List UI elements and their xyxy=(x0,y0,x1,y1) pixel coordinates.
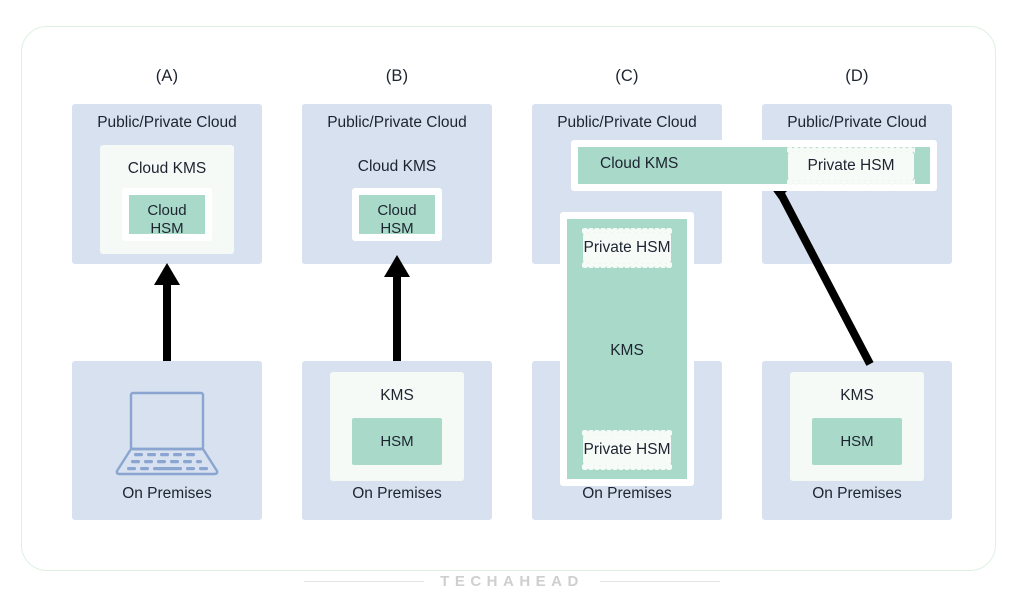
cloud-hsm-label-line2-b: HSM xyxy=(380,220,414,237)
onprem-kms-label-c: KMS xyxy=(610,342,644,359)
footer-rule-left xyxy=(304,581,425,582)
onprem-kms-column-c: Private HSM KMS Private HSM xyxy=(560,212,694,486)
private-hsm-chip-c-top-label: Private HSM xyxy=(583,239,671,256)
hsm-label-d: HSM xyxy=(840,433,874,450)
hsm-box-d: HSM xyxy=(812,418,902,465)
private-hsm-chip-c-bottom-label: Private HSM xyxy=(583,441,671,458)
cloud-hsm-box-a: Cloud HSM xyxy=(122,188,212,241)
kms-box-b: KMS HSM xyxy=(330,372,464,481)
connector-arrow-b xyxy=(380,255,414,374)
kms-label-b: KMS xyxy=(380,387,414,404)
hsm-label-b: HSM xyxy=(380,433,414,450)
cloud-panel-title-a: Public/Private Cloud xyxy=(97,114,237,131)
cloud-hsm-label-line1-a: Cloud xyxy=(147,202,187,219)
kms-box-d: KMS HSM xyxy=(790,372,924,481)
footer-rule-right xyxy=(599,581,720,582)
footer-brand-text: TECHAHEAD xyxy=(440,573,584,590)
premises-panel-a: On Premises xyxy=(72,361,262,520)
column-caption-c: (C) xyxy=(615,67,639,85)
kms-label-d: KMS xyxy=(840,387,874,404)
cloud-kms-box-a: Cloud KMS Cloud HSM xyxy=(100,145,234,254)
premises-caption-c: On Premises xyxy=(582,485,672,502)
private-hsm-chip-d-label: Private HSM xyxy=(807,157,895,174)
cloud-kms-spanning-bar: Cloud KMS Private HSM xyxy=(571,140,937,191)
column-caption-b: (B) xyxy=(385,67,409,85)
column-caption-a: (A) xyxy=(155,67,179,85)
premises-panel-d: KMS HSM On Premises xyxy=(762,361,952,520)
connector-arrow-a xyxy=(150,263,184,391)
cloud-kms-label-b: Cloud KMS xyxy=(357,158,437,175)
cloud-panel-b: Public/Private Cloud Cloud KMS Cloud HSM xyxy=(302,104,492,264)
cloud-hsm-label-line2-a: HSM xyxy=(150,220,184,237)
premises-panel-b: KMS HSM On Premises xyxy=(302,361,492,520)
private-hsm-chip-c-top: Private HSM xyxy=(582,228,672,268)
cloud-panel-a: Public/Private Cloud Cloud KMS Cloud HSM xyxy=(72,104,262,264)
private-hsm-chip-c-bottom: Private HSM xyxy=(582,430,672,470)
cloud-panel-title-b: Public/Private Cloud xyxy=(327,114,467,131)
cloud-panel-title-c: Public/Private Cloud xyxy=(557,114,697,131)
laptop-icon xyxy=(114,390,220,478)
column-caption-d: (D) xyxy=(845,67,869,85)
cloud-kms-label-a: Cloud KMS xyxy=(127,160,207,177)
hsm-box-b: HSM xyxy=(352,418,442,465)
cloud-hsm-box-b: Cloud HSM xyxy=(352,188,442,241)
private-hsm-chip-d: Private HSM xyxy=(787,147,915,185)
premises-caption-b: On Premises xyxy=(352,485,442,502)
footer-watermark: TECHAHEAD xyxy=(0,573,1024,590)
premises-caption-d: On Premises xyxy=(812,485,902,502)
cloud-panel-title-d: Public/Private Cloud xyxy=(787,114,927,131)
premises-caption-a: On Premises xyxy=(122,485,212,502)
cloud-kms-spanning-bar-label: Cloud KMS xyxy=(600,155,679,172)
cloud-hsm-label-line1-b: Cloud xyxy=(377,202,417,219)
